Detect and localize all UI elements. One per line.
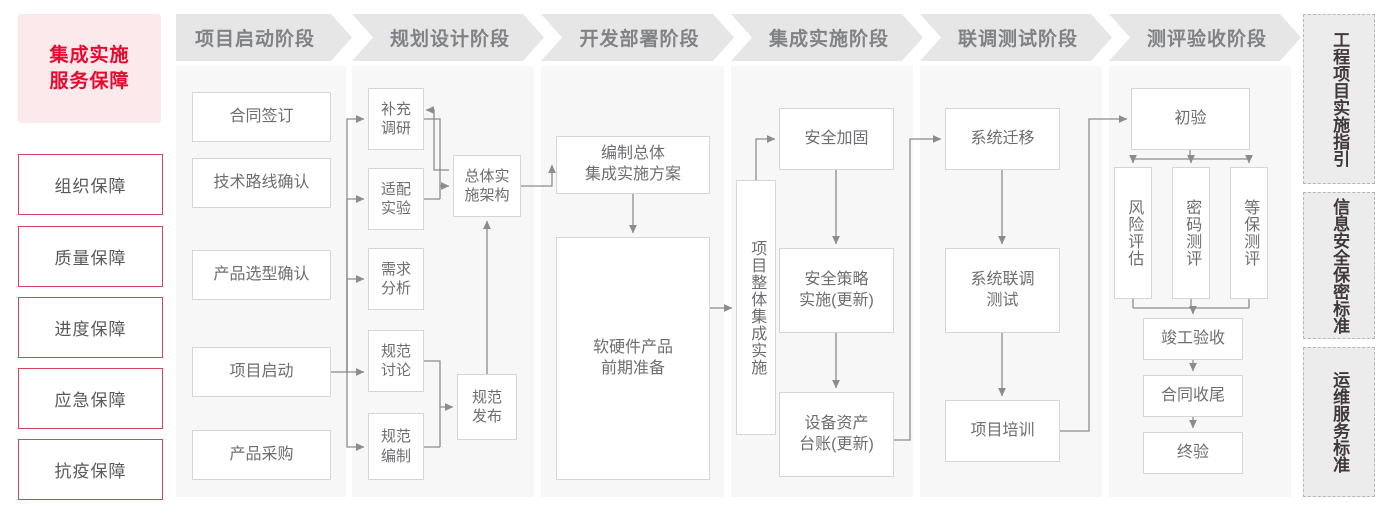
phase-header-6[interactable]: 测评验收阶段	[1109, 14, 1301, 61]
rail-engineering-guideline[interactable]: 工程项目实施指引	[1303, 14, 1375, 184]
node-spec-release[interactable]: 规范发布	[457, 374, 517, 440]
sidebar-title-line2: 服务保障	[49, 70, 130, 92]
node-draft-integration-plan[interactable]: 编制总体集成实施方案	[556, 136, 710, 194]
sidebar-title-line1: 集成实施	[49, 44, 130, 66]
sidebar-title: 集成实施 服务保障	[18, 14, 161, 123]
node-overall-integration[interactable]: 项目整体集成实施	[736, 180, 776, 435]
sidebar-item-label: 质量保障	[54, 249, 127, 268]
sidebar-item-4[interactable]: 抗疫保障	[18, 439, 163, 500]
node-label: 系统联调测试	[970, 270, 1035, 309]
node-label: 规范编制	[380, 428, 411, 465]
node-final-acceptance[interactable]: 终验	[1143, 432, 1243, 474]
phase-header-1[interactable]: 项目启动阶段	[176, 14, 352, 61]
node-label: 需求分析	[380, 260, 411, 298]
node-label: 初验	[1174, 109, 1207, 127]
phase-header-label: 联调测试阶段	[957, 29, 1078, 50]
rail-label: 信息安全保密标准	[1330, 197, 1350, 334]
node-product-selection[interactable]: 产品选型确认	[192, 250, 331, 300]
phase-header-2[interactable]: 规划设计阶段	[352, 14, 544, 61]
phase-header-label: 项目启动阶段	[194, 29, 315, 50]
node-label: 设备资产台账(更新)	[799, 414, 874, 453]
node-mlps-evaluation[interactable]: 等保测评	[1230, 167, 1268, 299]
node-label: 终验	[1176, 443, 1209, 461]
node-label: 技术路线确认	[213, 173, 310, 191]
node-label: 规范发布	[471, 388, 502, 426]
node-joint-debug-test[interactable]: 系统联调测试	[945, 248, 1060, 333]
sidebar-item-3[interactable]: 应急保障	[18, 368, 163, 429]
node-spec-drafting[interactable]: 规范编制	[368, 413, 424, 480]
node-label: 产品选型确认	[213, 265, 310, 283]
node-label: 等保测评	[1241, 199, 1259, 267]
phase-header-4[interactable]: 集成实施阶段	[731, 14, 923, 61]
node-label: 规范讨论	[380, 342, 411, 380]
node-label: 软硬件产品前期准备	[592, 338, 673, 377]
rail-om-service-standard[interactable]: 运维服务标准	[1303, 347, 1375, 497]
phase-header-5[interactable]: 联调测试阶段	[920, 14, 1112, 61]
node-label: 编制总体集成实施方案	[584, 145, 681, 183]
node-asset-ledger[interactable]: 设备资产台账(更新)	[779, 392, 894, 477]
rail-label: 运维服务标准	[1330, 371, 1350, 473]
node-label: 安全加固	[804, 129, 869, 147]
phase-header-label: 开发部署阶段	[579, 29, 700, 50]
node-label: 系统迁移	[970, 129, 1035, 147]
sidebar-item-label: 组织保障	[54, 177, 127, 196]
node-overall-architecture[interactable]: 总体实施架构	[453, 155, 521, 217]
phase-header-label: 集成实施阶段	[768, 29, 889, 50]
node-contract-closure[interactable]: 合同收尾	[1143, 375, 1243, 417]
node-final-inspection[interactable]: 竣工验收	[1143, 318, 1243, 360]
phase-header-label: 规划设计阶段	[389, 29, 510, 50]
sidebar-item-0[interactable]: 组织保障	[18, 154, 163, 215]
node-label: 补充调研	[380, 100, 411, 138]
rail-label: 工程项目实施指引	[1330, 31, 1350, 167]
node-project-kickoff[interactable]: 项目启动	[192, 347, 331, 397]
sidebar-item-label: 应急保障	[54, 391, 127, 410]
node-requirement-analysis[interactable]: 需求分析	[368, 248, 424, 310]
sidebar-item-label: 进度保障	[54, 320, 127, 339]
node-label: 适配实验	[380, 180, 411, 218]
sidebar-item-label: 抗疫保障	[54, 462, 127, 481]
node-label: 密码测评	[1183, 199, 1201, 267]
node-label: 产品采购	[229, 445, 294, 463]
phase-header-3[interactable]: 开发部署阶段	[541, 14, 734, 61]
node-label: 安全策略实施(更新)	[799, 270, 874, 309]
phase-header-label: 测评验收阶段	[1146, 29, 1267, 50]
node-label: 合同收尾	[1160, 386, 1225, 404]
rail-infosec-standard[interactable]: 信息安全保密标准	[1303, 192, 1375, 339]
node-project-training[interactable]: 项目培训	[945, 400, 1060, 462]
node-system-migration[interactable]: 系统迁移	[945, 108, 1060, 170]
node-label: 项目整体集成实施	[748, 239, 766, 376]
node-spec-discussion[interactable]: 规范讨论	[368, 330, 424, 392]
node-security-policy[interactable]: 安全策略实施(更新)	[779, 248, 894, 333]
node-security-hardening[interactable]: 安全加固	[779, 108, 894, 170]
node-risk-assessment[interactable]: 风险评估	[1114, 167, 1152, 299]
node-label: 总体实施架构	[464, 167, 510, 205]
node-crypto-evaluation[interactable]: 密码测评	[1172, 167, 1210, 299]
node-hw-sw-preparation[interactable]: 软硬件产品前期准备	[556, 237, 710, 480]
node-adaptation-experiment[interactable]: 适配实验	[368, 168, 424, 230]
sidebar-item-2[interactable]: 进度保障	[18, 297, 163, 358]
node-initial-acceptance[interactable]: 初验	[1131, 88, 1250, 150]
node-contract-signing[interactable]: 合同签订	[192, 92, 331, 142]
node-label: 项目启动	[229, 362, 294, 380]
node-label: 竣工验收	[1160, 329, 1225, 347]
sidebar-item-1[interactable]: 质量保障	[18, 226, 163, 287]
node-label: 项目培训	[970, 421, 1035, 439]
node-label: 合同签订	[229, 107, 294, 125]
node-label: 风险评估	[1125, 199, 1143, 267]
node-supplementary-research[interactable]: 补充调研	[368, 88, 424, 150]
node-product-purchase[interactable]: 产品采购	[192, 430, 331, 480]
node-tech-route-confirm[interactable]: 技术路线确认	[192, 158, 331, 208]
